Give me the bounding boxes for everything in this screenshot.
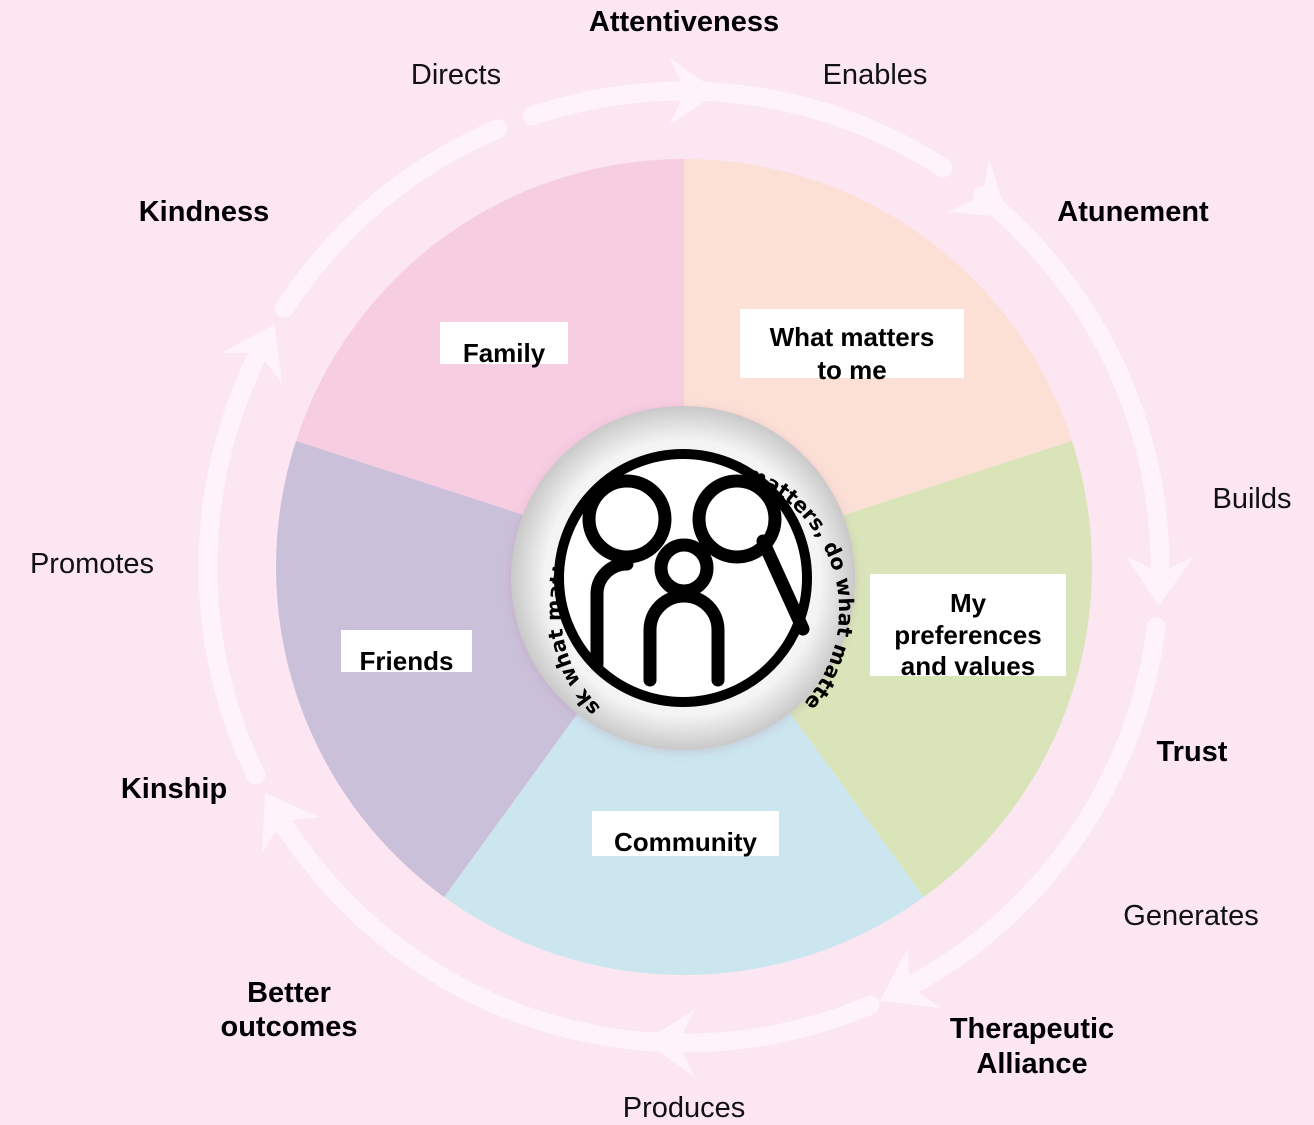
cycle-stage-labels: AttentivenessAtunementTrustTherapeuticAl…	[121, 6, 1228, 1080]
arrowhead-icon	[262, 792, 320, 854]
cycle-arrow-segment	[972, 186, 1170, 581]
segment-label-text: Family	[463, 338, 546, 368]
stage-attentiveness: Attentiveness	[589, 6, 779, 38]
segment-label-family: Family	[440, 322, 568, 368]
segment-label-friends: Friends	[341, 630, 472, 676]
stage-label-text: Kinship	[121, 773, 227, 805]
cycle-arrow-segment	[198, 350, 266, 785]
segment-label-text: Friends	[360, 646, 454, 676]
segment-label-text: to me	[817, 355, 886, 385]
stage-label-text: outcomes	[221, 1011, 358, 1043]
segment-community	[444, 567, 924, 976]
segment-label-text: preferences	[894, 620, 1041, 650]
arrowhead-icon	[879, 948, 941, 1008]
stage-label-text: Trust	[1157, 736, 1228, 768]
stage-label-text: Kindness	[139, 196, 270, 228]
cycle-arrow-segment	[692, 81, 953, 178]
arrowhead-icon	[221, 324, 282, 384]
stage-label-text: Alliance	[976, 1048, 1087, 1080]
segment-label-box	[440, 322, 568, 364]
stage-atunement: Atunement	[1057, 196, 1209, 228]
segment-label-text: and values	[901, 651, 1035, 681]
arrowhead-icon	[1125, 555, 1194, 606]
segment-label-box	[870, 574, 1066, 676]
stage-kindness: Kindness	[139, 196, 270, 228]
cycle-arrow-segment	[275, 816, 673, 1052]
arrowhead-icon	[669, 57, 719, 126]
cycle-arrows	[198, 57, 1194, 1077]
stage-label-text: Better	[247, 977, 331, 1009]
cycle-arrow-segment	[522, 81, 690, 126]
verb-promotes: Promotes	[30, 548, 154, 580]
segment-label-text: What matters	[770, 322, 935, 352]
segment-label-text: Community	[614, 827, 758, 857]
family-icon	[582, 474, 810, 687]
segment-label-community: Community	[592, 811, 779, 857]
verb-enables: Enables	[823, 59, 928, 91]
stage-label-text: Therapeutic	[950, 1013, 1114, 1045]
stage-label-text: Attentiveness	[589, 6, 779, 38]
cycle-arrow-segment	[274, 119, 508, 318]
stage-label-text: Atunement	[1057, 196, 1209, 228]
verb-builds: Builds	[1213, 483, 1292, 515]
segment-label-box	[592, 811, 779, 856]
segment-label-text: My	[950, 588, 987, 618]
stage-kinship: Kinship	[121, 773, 227, 805]
arrowhead-icon	[947, 158, 1007, 218]
verb-produces: Produces	[623, 1092, 746, 1124]
arrowhead-icon	[645, 1008, 696, 1077]
segment-label-box	[740, 309, 964, 378]
cycle-arrow-segment	[674, 995, 880, 1053]
center-icon-ring	[554, 449, 812, 707]
verb-directs: Directs	[411, 59, 501, 91]
stage-trust: Trust	[1157, 736, 1228, 768]
verb-generates: Generates	[1123, 900, 1258, 932]
cycle-arrow-segment	[901, 617, 1166, 995]
segment-label-box	[341, 630, 472, 672]
